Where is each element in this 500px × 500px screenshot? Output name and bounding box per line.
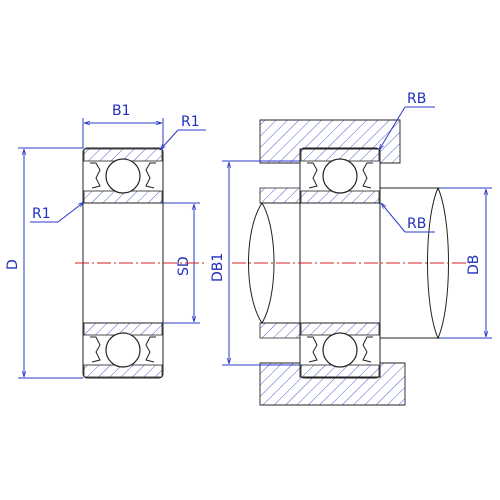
ball-bottom [105,332,141,368]
mounted-seal-right-top [362,162,373,189]
seal-left-top [90,162,101,189]
seal-left-bottom [90,336,101,363]
mounted-seal-right-bottom [362,336,373,363]
ball-top [105,158,141,194]
shaft-shoulder-top [259,187,301,204]
r1-left-label: R1 [32,206,51,222]
left-bearing-view: B1 R1 R1 D SD [5,103,206,379]
r1-top-leader [160,129,179,150]
rb-mid-leader [381,203,406,233]
shaft-shoulder-bottom [259,322,301,339]
r1-left-leader [57,202,84,223]
mounted-seal-left-bottom [307,336,318,363]
b1-label: B1 [112,103,131,119]
right-mounting-view: RB RB DB1 DB [210,91,492,406]
shaft-break-left [248,202,275,324]
shaft-break-right [427,187,449,340]
db1-label: DB1 [210,253,226,282]
r1-top-label: R1 [181,114,200,130]
d-label: D [5,259,21,270]
mounted-ball-top [322,158,358,194]
rb-top-label: RB [407,91,426,107]
db-label: DB [466,255,482,275]
sd-label: SD [176,256,192,276]
rb-mid-label: RB [407,216,426,232]
rb-top-leader [379,106,406,150]
mounted-ball-bottom [322,332,358,368]
seal-right-bottom [145,336,156,363]
mounted-seal-left-top [307,162,318,189]
seal-right-top [145,162,156,189]
